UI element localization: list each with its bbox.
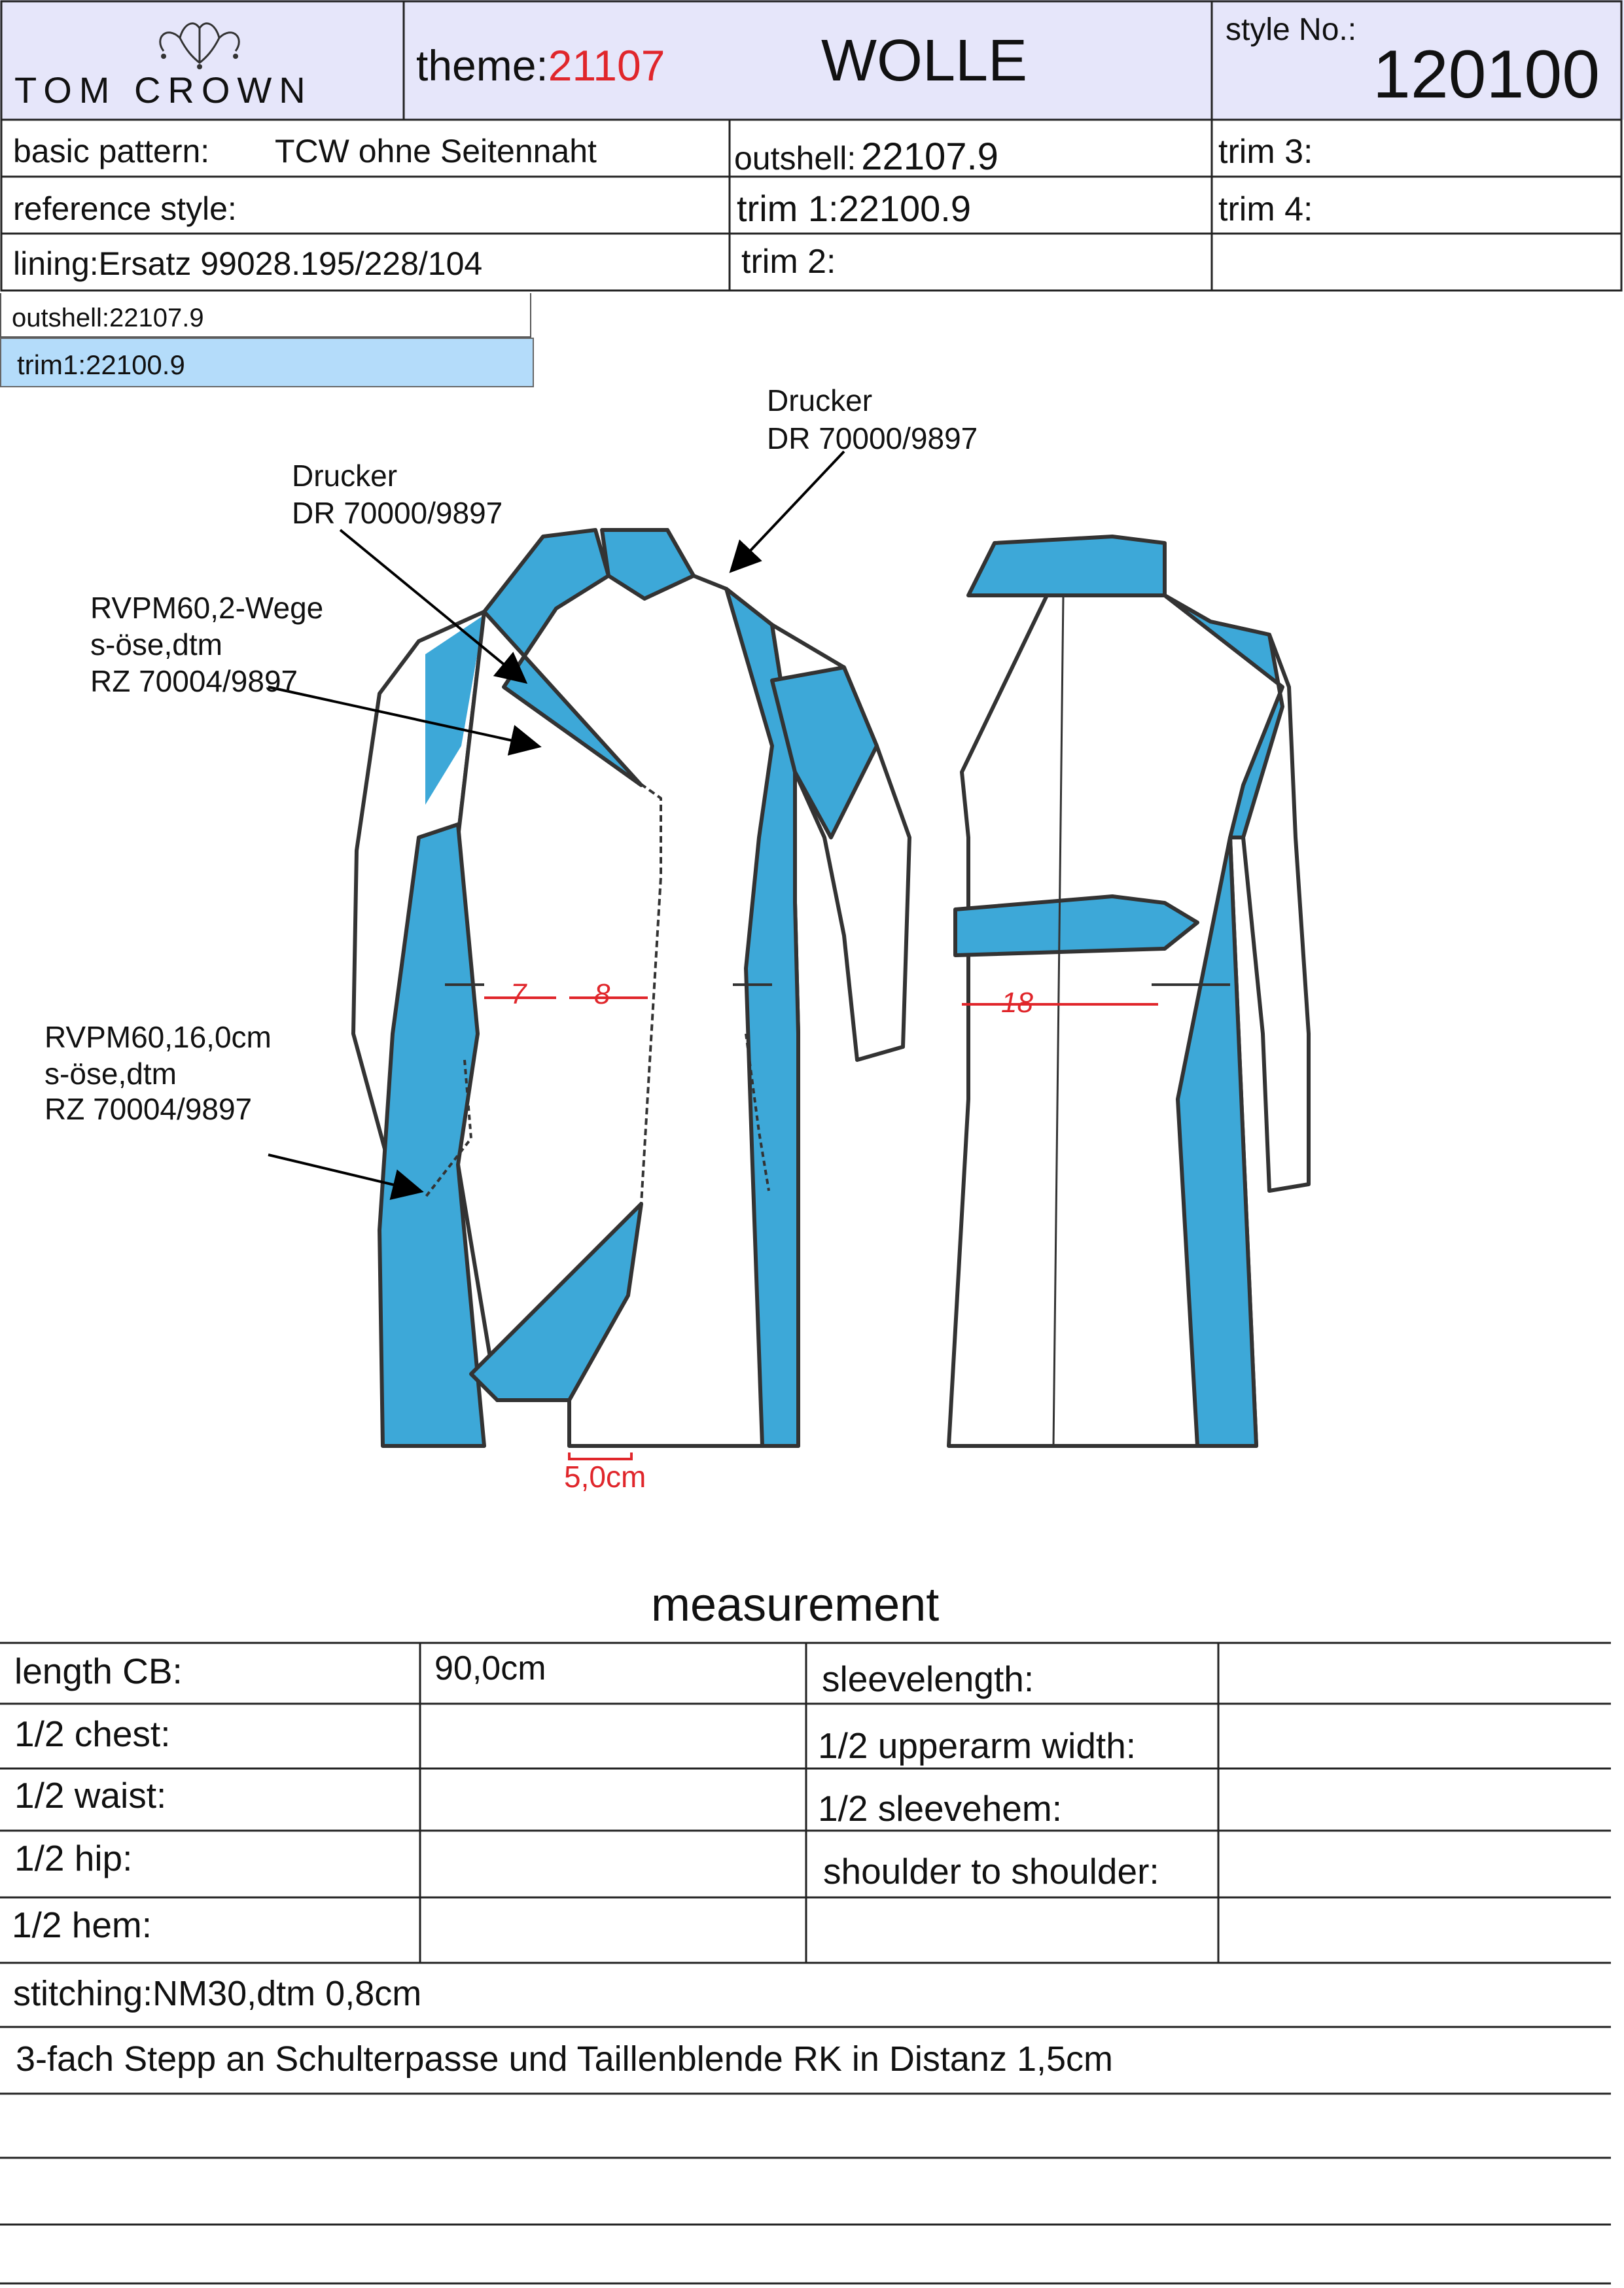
style-no-label: style No.: <box>1226 12 1357 47</box>
reference-style-label: reference style: <box>13 190 237 227</box>
zip-main-line3: RZ 70004/9897 <box>90 664 298 698</box>
dimension-back: 18 <box>1001 987 1033 1019</box>
measurement-title: measurement <box>651 1579 940 1631</box>
hem-offset-label: 5,0cm <box>564 1460 646 1494</box>
half-hem-label: 1/2 hem: <box>12 1905 152 1945</box>
drucker-left-line2: DR 70000/9897 <box>292 496 503 530</box>
stitching-note: stitching:NM30,dtm 0,8cm <box>13 1974 422 2013</box>
half-sleevehem-label: 1/2 sleevehem: <box>818 1788 1062 1829</box>
shoulder-to-shoulder-label: shoulder to shoulder: <box>823 1851 1159 1892</box>
drucker-right-line1: Drucker <box>767 383 873 417</box>
trim1-value: 22100.9 <box>838 188 971 229</box>
basic-pattern-label: basic pattern: <box>13 133 210 169</box>
half-upperarm-label: 1/2 upperarm width: <box>818 1725 1137 1766</box>
half-waist-label: 1/2 waist: <box>14 1775 167 1816</box>
zip-pocket-line1: RVPM60,16,0cm <box>44 1020 272 1054</box>
zip-main-line2: s-öse,dtm <box>90 627 222 661</box>
dimension-front-a: 7 <box>510 978 527 1010</box>
zip-pocket-line2: s-öse,dtm <box>44 1057 177 1091</box>
drucker-left-line1: Drucker <box>292 459 398 493</box>
stitch-detail-note: 3-fach Stepp an Schulterpasse und Taille… <box>16 2039 1114 2079</box>
length-cb-value: 90,0cm <box>434 1649 546 1687</box>
back-view <box>947 535 1311 1448</box>
garment-sketch <box>268 450 1311 1460</box>
trim3-label: trim 3: <box>1218 133 1313 171</box>
dimension-front-b: 8 <box>594 978 610 1010</box>
theme-label-text: theme: <box>416 41 548 90</box>
header-grid <box>0 0 1623 292</box>
back-body <box>947 593 1311 1448</box>
half-chest-label: 1/2 chest: <box>14 1714 171 1754</box>
basic-pattern-value: TCW ohne Seitennaht <box>275 133 597 169</box>
legend-outshell-text: outshell:22107.9 <box>12 304 204 332</box>
trim4-label: trim 4: <box>1218 190 1313 228</box>
legend-trim1-text: trim1:22100.9 <box>17 349 185 380</box>
trim2-label: trim 2: <box>741 243 836 281</box>
drucker-right-line2: DR 70000/9897 <box>767 421 978 455</box>
measurement-grid <box>0 1642 1611 2285</box>
back-collar <box>966 535 1167 597</box>
fabric-title: WOLLE <box>821 28 1028 94</box>
theme-value: 21107 <box>548 41 665 90</box>
trim1-label: trim 1: <box>737 188 839 229</box>
header-band <box>0 0 1624 120</box>
zip-pocket-line3: RZ 70004/9897 <box>44 1092 253 1126</box>
dimension-lines <box>484 996 1158 1460</box>
back-yoke-band <box>953 894 1199 957</box>
outshell-label: outshell: <box>734 140 856 177</box>
crown-logo <box>159 22 240 69</box>
lining-field: lining:Ersatz 99028.195/228/104 <box>13 245 483 282</box>
half-hip-label: 1/2 hip: <box>14 1838 133 1878</box>
outshell-field: outshell:22107.9 <box>734 135 998 179</box>
outshell-value: 22107.9 <box>861 135 998 178</box>
zip-main-line1: RVPM60,2-Wege <box>90 591 324 625</box>
legend-trim1: trim1:22100.9 <box>0 338 534 387</box>
length-cb-label: length CB: <box>14 1651 183 1691</box>
trim1-field: trim 1:22100.9 <box>737 187 971 230</box>
theme-label: theme:21107 <box>416 41 665 90</box>
brand-name: TOM CROWN <box>14 69 313 111</box>
legend-outshell: outshell:22107.9 <box>0 293 531 338</box>
front-view <box>351 528 911 1448</box>
style-no-value: 120100 <box>1373 37 1600 113</box>
callout-arrows <box>268 450 845 1201</box>
spec-header: TOM CROWN theme:21107 WOLLE style No.: 1… <box>0 0 1624 293</box>
sleevelength-label: sleevelength: <box>822 1659 1034 1699</box>
